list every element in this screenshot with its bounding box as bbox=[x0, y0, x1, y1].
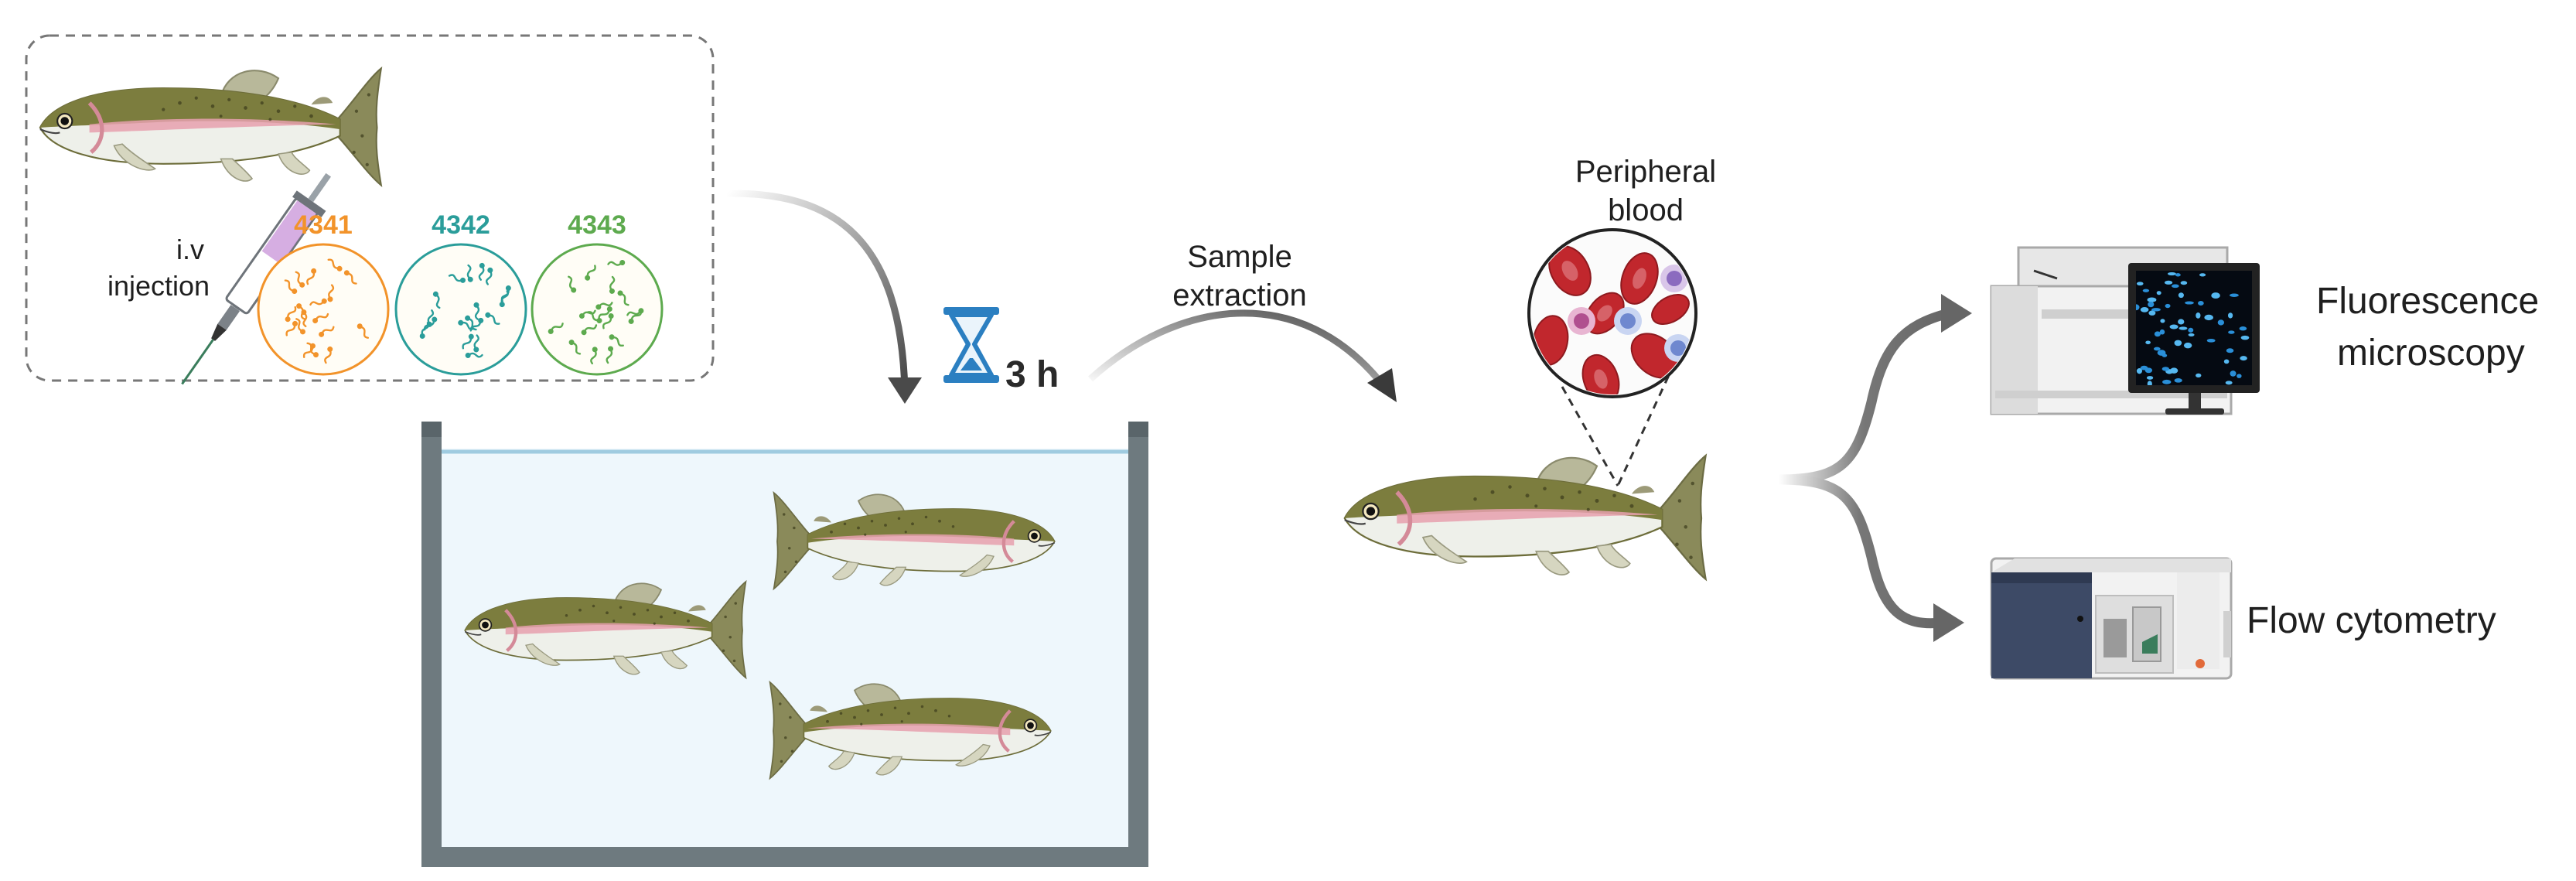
blood-label-line1: Peripheral bbox=[1575, 155, 1716, 189]
fluorescent-cell bbox=[2172, 284, 2179, 289]
microscopy-label-line1: Fluorescence bbox=[2316, 281, 2539, 322]
fluorescent-cell bbox=[2183, 342, 2192, 349]
fluorescent-cell bbox=[2140, 306, 2149, 312]
incubation-duration: 3 h bbox=[1005, 354, 1059, 395]
fluorescent-cell bbox=[2142, 289, 2150, 292]
fluorescent-cell bbox=[2136, 368, 2143, 374]
strain-label: 4343 bbox=[568, 210, 626, 240]
culture-dish bbox=[394, 243, 527, 376]
strain-culture-4343: 4343 bbox=[531, 210, 664, 376]
fluorescent-cell bbox=[2240, 356, 2247, 361]
fluorescent-cell bbox=[2170, 367, 2179, 374]
fluorescent-cell bbox=[2148, 301, 2155, 308]
culture-dish bbox=[257, 243, 390, 376]
fluorescent-cell bbox=[2223, 359, 2230, 364]
fluorescent-cell bbox=[2136, 304, 2140, 311]
fluorescent-cell bbox=[2145, 340, 2151, 345]
fluorescent-cell bbox=[2188, 327, 2194, 333]
fluorescent-cell bbox=[2147, 297, 2157, 302]
fluorescent-cell bbox=[2164, 280, 2173, 285]
fluorescent-cell bbox=[2148, 310, 2156, 316]
fluorescent-cell bbox=[2198, 300, 2204, 306]
sample-label-line1: Sample bbox=[1187, 240, 1292, 274]
fluorescent-cell bbox=[2136, 282, 2144, 286]
injection-panel: i.v injection 4341 4342 4343 bbox=[25, 34, 715, 385]
fluorescent-cell bbox=[2147, 381, 2152, 385]
fluorescent-cell bbox=[2227, 312, 2233, 319]
fluorescent-cell bbox=[2175, 273, 2181, 277]
fluorescent-cell bbox=[2225, 381, 2233, 385]
fish-tank bbox=[421, 422, 1148, 867]
fluorescence-image bbox=[2136, 271, 2250, 385]
fluorescent-cell bbox=[2153, 347, 2161, 351]
blood-smear-inset bbox=[1527, 228, 1697, 487]
fluorescent-cell bbox=[2154, 331, 2161, 337]
fluorescent-cell bbox=[2160, 319, 2165, 323]
fluorescent-cell bbox=[2230, 370, 2237, 377]
fluorescent-cell bbox=[2151, 308, 2161, 312]
fluorescent-cell bbox=[2179, 326, 2188, 330]
fluorescent-cell bbox=[2146, 376, 2154, 380]
blood-label-line2: blood bbox=[1608, 193, 1684, 227]
culture-dish bbox=[531, 243, 664, 376]
sample-label-line2: extraction bbox=[1172, 278, 1306, 312]
tank-floor bbox=[421, 847, 1148, 867]
fluorescent-cell bbox=[2228, 330, 2235, 334]
injection-label-line2: injection bbox=[107, 270, 210, 302]
fluorescent-cell bbox=[2174, 340, 2182, 347]
to-tank-arrow bbox=[726, 190, 909, 391]
fluorescent-cell bbox=[2206, 338, 2216, 343]
fluorescent-cell bbox=[2144, 367, 2153, 374]
microscopy-label-line2: microscopy bbox=[2337, 333, 2525, 374]
flow-cytometer-icon bbox=[1990, 557, 2233, 680]
fluorescence-microscope-icon bbox=[1990, 246, 2260, 415]
fluorescent-cell bbox=[2178, 319, 2185, 325]
fluorescent-cell bbox=[2178, 292, 2184, 299]
fluorescent-cell bbox=[2226, 348, 2234, 353]
fluorescent-cell bbox=[2230, 293, 2239, 297]
fluorescent-cell bbox=[2240, 335, 2250, 340]
fluorescent-cell bbox=[2211, 292, 2220, 299]
sample-extraction-arrowhead bbox=[1367, 368, 1397, 402]
fluorescent-cell bbox=[2217, 319, 2225, 326]
cytometry-label: Flow cytometry bbox=[2247, 600, 2496, 641]
fluorescent-cell bbox=[2156, 291, 2161, 295]
tank-wall-right bbox=[1128, 422, 1148, 851]
strain-cultures: 4341 4342 4343 bbox=[257, 210, 664, 376]
fluorescent-cell bbox=[2237, 374, 2242, 378]
sample-extraction-arrow bbox=[1087, 309, 1387, 389]
fluorescent-cell bbox=[2162, 379, 2172, 384]
fluorescent-cell bbox=[2239, 326, 2247, 331]
strain-culture-4341: 4341 bbox=[257, 210, 390, 376]
fluorescent-cell bbox=[2161, 367, 2169, 371]
fluorescent-cell bbox=[2169, 324, 2179, 330]
fluorescent-cell bbox=[2196, 373, 2202, 377]
strain-label: 4342 bbox=[432, 210, 490, 240]
sampled-fish-icon bbox=[1345, 456, 1706, 579]
tank-wall-left bbox=[421, 422, 442, 851]
fluorescent-cell bbox=[2204, 314, 2213, 321]
analysis-fork-arrows bbox=[1778, 294, 1972, 642]
fluorescent-cell bbox=[2185, 301, 2194, 305]
fluorescent-cell bbox=[2174, 378, 2182, 383]
fluorescent-cell bbox=[2196, 312, 2201, 319]
fluorescent-cell bbox=[2159, 329, 2165, 335]
to-tank-arrowhead bbox=[888, 377, 922, 404]
fluorescent-cell bbox=[2180, 281, 2188, 285]
fluorescent-cell bbox=[2161, 353, 2168, 357]
incubation-timer: 3 h bbox=[943, 307, 1059, 395]
fluorescent-cell bbox=[2165, 303, 2171, 309]
fluorescent-cell bbox=[2199, 273, 2206, 277]
fluorescent-cell bbox=[2188, 333, 2195, 336]
strain-culture-4342: 4342 bbox=[394, 210, 527, 376]
strain-label: 4341 bbox=[294, 210, 353, 240]
hourglass-icon bbox=[943, 307, 999, 383]
fluorescent-cell bbox=[2167, 271, 2176, 276]
injection-label-line1: i.v bbox=[176, 234, 204, 265]
